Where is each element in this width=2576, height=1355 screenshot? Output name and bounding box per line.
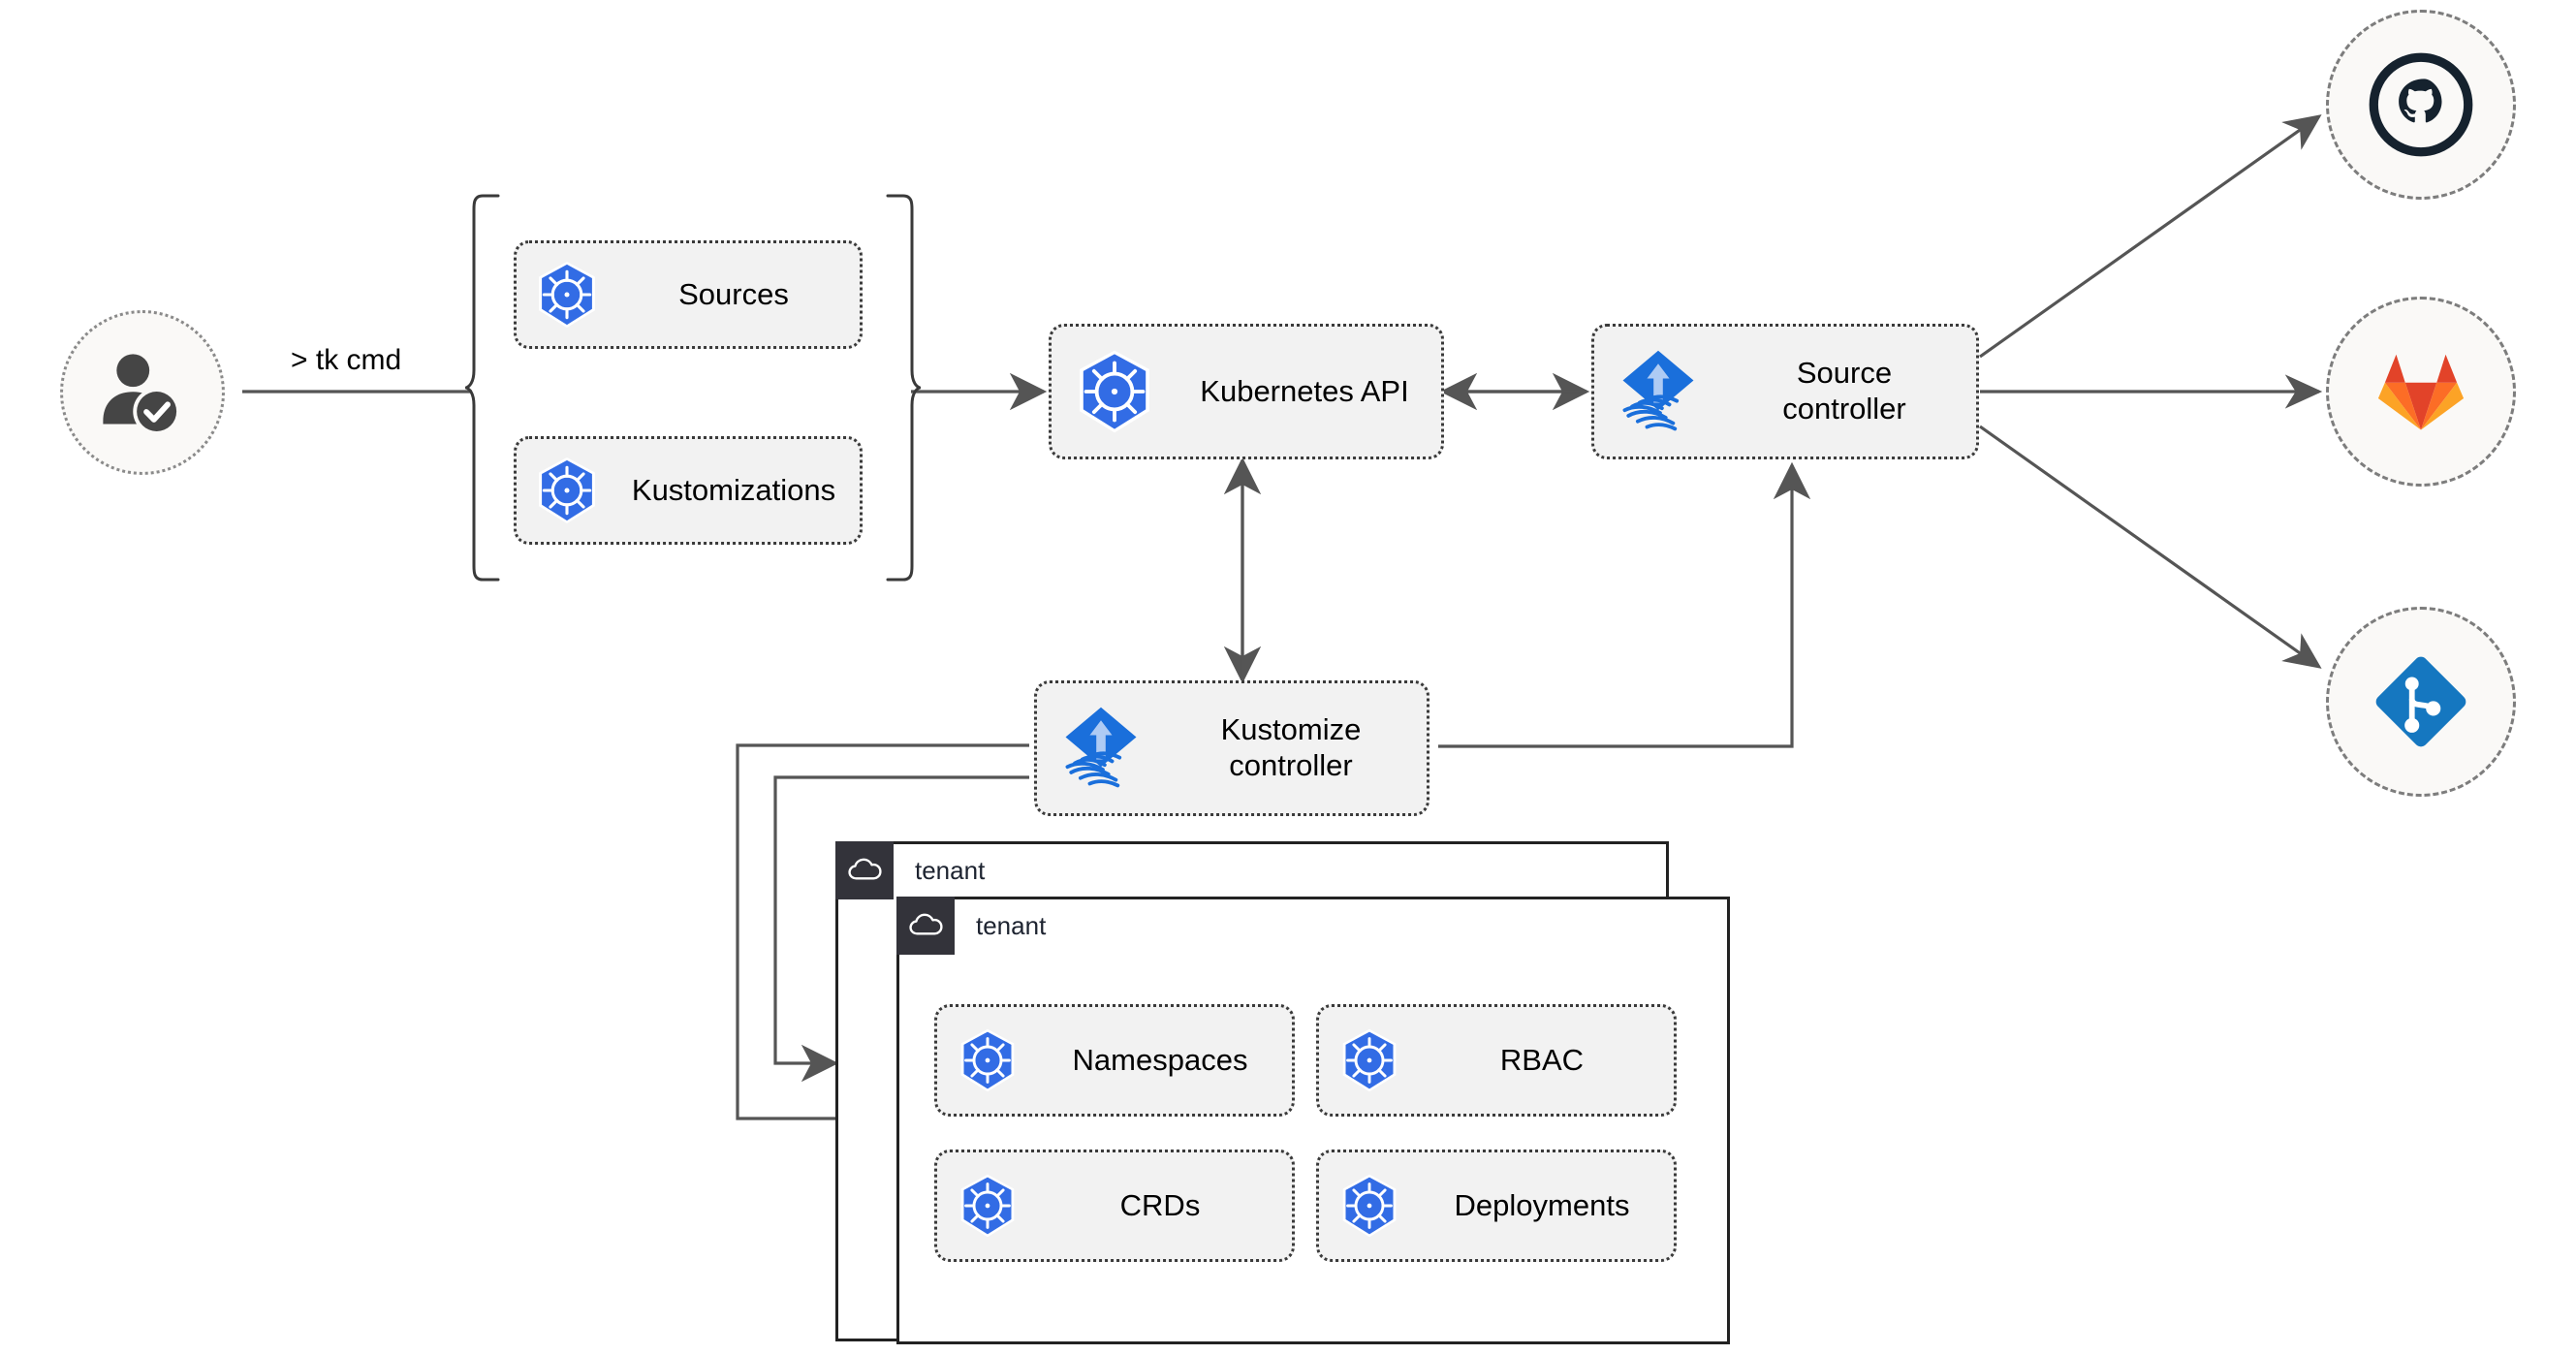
resource-sources[interactable]: Sources: [514, 240, 863, 349]
resource-group-brace: [465, 194, 921, 582]
node-kubernetes-api[interactable]: Kubernetes API: [1049, 324, 1444, 459]
resource-kustomizations[interactable]: Kustomizations: [514, 436, 863, 545]
github-icon: [2369, 52, 2473, 157]
kubernetes-icon: [517, 259, 617, 331]
tenant-resource-deployments[interactable]: Deployments: [1316, 1150, 1677, 1262]
git-repo-icon: [2375, 656, 2466, 747]
cloud-icon: [835, 841, 894, 899]
node-source-controller[interactable]: Source controller: [1591, 324, 1979, 459]
resource-label: CRDs: [1119, 1187, 1201, 1222]
user-verified-icon: [103, 354, 180, 435]
tenant-resource-namespaces[interactable]: Namespaces: [934, 1004, 1295, 1117]
resource-label: Kustomizations: [631, 472, 836, 507]
kubernetes-icon: [1319, 1172, 1420, 1240]
node-kustomize-controller[interactable]: Kustomize controller: [1034, 680, 1429, 816]
resource-label: Sources: [678, 276, 789, 311]
provider-git-repository[interactable]: [2326, 607, 2516, 797]
resource-label: RBAC: [1499, 1042, 1585, 1077]
gitlab-icon: [2377, 354, 2465, 430]
resource-label: Namespaces: [1072, 1042, 1248, 1077]
tenant-label: tenant: [915, 855, 986, 885]
resource-label: Deployments: [1454, 1187, 1630, 1222]
kubernetes-icon: [517, 455, 617, 526]
kubernetes-icon: [1052, 347, 1178, 436]
actor-avatar: [60, 310, 225, 475]
node-label: Source controller: [1782, 356, 1906, 425]
kubernetes-icon: [1319, 1026, 1420, 1094]
flux-icon: [1594, 345, 1722, 438]
tenant-resource-crds[interactable]: CRDs: [934, 1150, 1295, 1262]
kubernetes-icon: [937, 1172, 1038, 1240]
node-label: Kustomize controller: [1220, 712, 1362, 782]
command-label: > tk cmd: [291, 344, 402, 376]
provider-gitlab[interactable]: [2326, 297, 2516, 487]
tenant-header-front: tenant: [896, 897, 1046, 955]
provider-github[interactable]: [2326, 10, 2516, 200]
kubernetes-icon: [937, 1026, 1038, 1094]
tenant-header-back: tenant: [835, 841, 985, 899]
cloud-icon: [896, 897, 955, 955]
flux-icon: [1037, 702, 1165, 795]
tenant-label: tenant: [976, 910, 1047, 940]
tenant-box-front[interactable]: tenant Namespaces: [896, 897, 1730, 1344]
node-label: Kubernetes API: [1200, 373, 1409, 408]
tenant-resource-rbac[interactable]: RBAC: [1316, 1004, 1677, 1117]
